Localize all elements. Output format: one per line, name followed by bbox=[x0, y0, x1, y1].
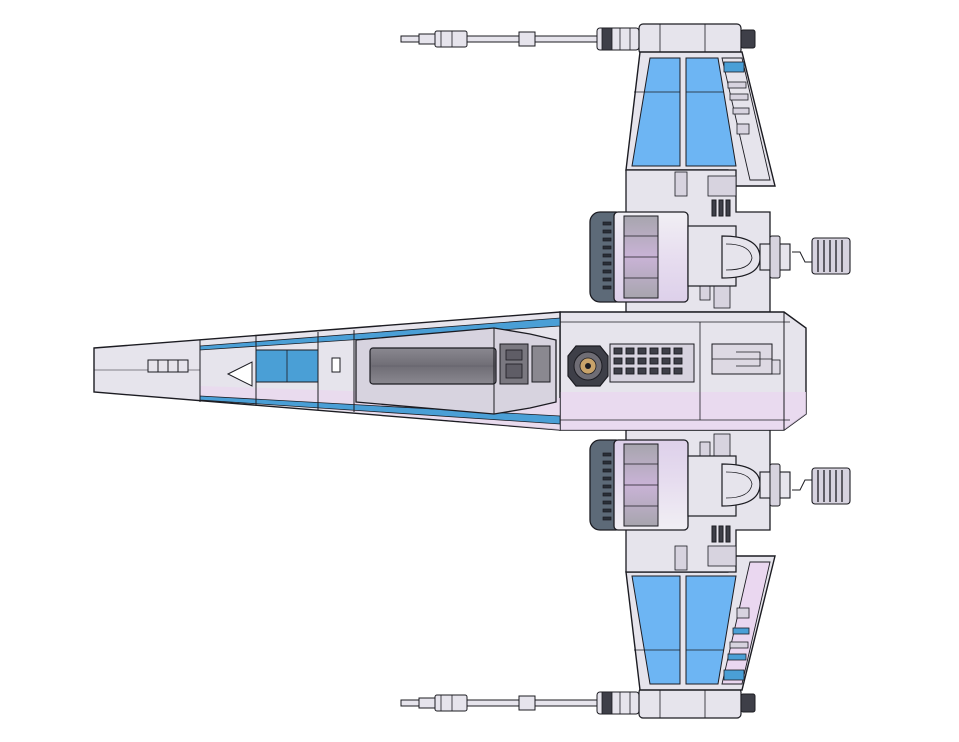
bottom-laser-cannon bbox=[400, 687, 756, 719]
top-engine bbox=[589, 211, 851, 303]
fuselage bbox=[93, 311, 807, 431]
top-wing bbox=[400, 23, 851, 313]
top-laser-cannon bbox=[400, 23, 756, 55]
cockpit-canopy bbox=[355, 327, 557, 415]
droid-bay bbox=[609, 343, 695, 383]
bottom-engine bbox=[589, 439, 851, 531]
droid-dome bbox=[567, 345, 609, 387]
bottom-wing bbox=[400, 429, 851, 719]
nose-vents bbox=[147, 359, 189, 373]
